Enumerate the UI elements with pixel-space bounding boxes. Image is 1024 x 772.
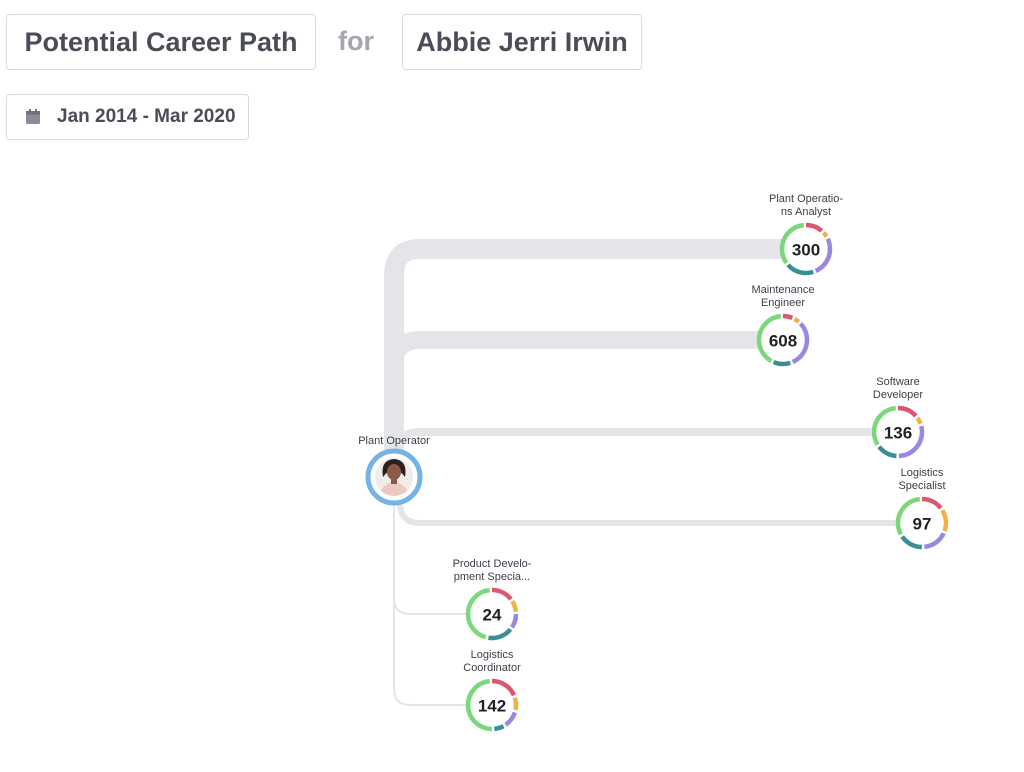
career-node-label: Plant Operatio- bbox=[769, 193, 843, 205]
career-node-label: Specialist bbox=[898, 480, 945, 492]
career-node-label: Logistics bbox=[471, 649, 514, 661]
ring-segment bbox=[895, 496, 949, 550]
current-role-node[interactable]: Plant Operator bbox=[358, 435, 430, 506]
ring-segment bbox=[465, 678, 519, 732]
career-node-count: 136 bbox=[884, 424, 912, 443]
career-node-backdrop bbox=[466, 679, 518, 731]
ring-segment bbox=[465, 678, 519, 732]
career-path-edges bbox=[384, 239, 898, 706]
calendar-icon bbox=[26, 109, 40, 124]
ring-segment bbox=[779, 222, 833, 276]
ring-segment bbox=[871, 405, 925, 459]
career-node-backdrop bbox=[757, 314, 809, 366]
career-edge bbox=[393, 503, 468, 706]
person-selector[interactable]: Abbie Jerri Irwin bbox=[402, 14, 642, 70]
for-label: for bbox=[338, 26, 374, 56]
career-node[interactable]: Product Develo-pment Specia... 24 bbox=[453, 558, 532, 641]
ring-segment bbox=[895, 496, 949, 550]
ring-segment bbox=[756, 313, 810, 367]
person-avatar bbox=[375, 458, 413, 496]
ring-segment bbox=[465, 678, 519, 732]
career-node-backdrop bbox=[466, 588, 518, 640]
career-node-label: ns Analyst bbox=[781, 206, 831, 218]
career-node-label: Developer bbox=[873, 389, 923, 401]
ring-segment bbox=[465, 587, 519, 641]
ring-segment bbox=[756, 313, 810, 367]
career-node-label: pment Specia... bbox=[454, 571, 530, 583]
career-node-label: Software bbox=[876, 376, 919, 388]
career-node-label: Maintenance bbox=[752, 284, 815, 296]
ring-segment bbox=[871, 405, 925, 459]
ring-segment bbox=[779, 222, 833, 276]
career-node-backdrop bbox=[780, 223, 832, 275]
date-range-picker[interactable]: Jan 2014 - Mar 2020 bbox=[6, 94, 249, 140]
career-node-label: Logistics bbox=[901, 467, 944, 479]
ring-segment bbox=[895, 496, 949, 550]
career-node-count: 300 bbox=[792, 241, 820, 260]
career-edge bbox=[385, 331, 759, 477]
career-node-count: 142 bbox=[478, 697, 506, 716]
career-path-nodes: Plant Operatio-ns Analyst 300MaintenanceE… bbox=[453, 193, 949, 732]
ring-segment bbox=[465, 587, 519, 641]
ring-segment bbox=[756, 313, 810, 367]
date-range-label: Jan 2014 - Mar 2020 bbox=[57, 106, 236, 127]
career-edge bbox=[384, 239, 782, 477]
ring-segment bbox=[871, 405, 925, 459]
career-node-count: 608 bbox=[769, 332, 797, 351]
career-node-count: 24 bbox=[483, 606, 502, 625]
ring-segment bbox=[779, 222, 833, 276]
career-node-count: 97 bbox=[913, 515, 932, 534]
ring-segment bbox=[779, 222, 833, 276]
career-edge bbox=[390, 428, 874, 477]
career-node-backdrop bbox=[872, 406, 924, 458]
career-node-label: Coordinator bbox=[463, 662, 521, 674]
career-path-title-text: Potential Career Path bbox=[24, 26, 298, 57]
career-edge bbox=[397, 477, 898, 526]
career-node-backdrop bbox=[896, 497, 948, 549]
career-node-label: Engineer bbox=[761, 297, 805, 309]
person-name: Abbie Jerri Irwin bbox=[416, 26, 628, 57]
ring-segment bbox=[756, 313, 810, 367]
ring-segment bbox=[465, 587, 519, 641]
career-node[interactable]: Plant Operatio-ns Analyst 300 bbox=[769, 193, 843, 276]
career-path-title[interactable]: Potential Career Path bbox=[6, 14, 316, 70]
current-role-label: Plant Operator bbox=[358, 435, 430, 447]
career-node-label: Product Develo- bbox=[453, 558, 532, 570]
